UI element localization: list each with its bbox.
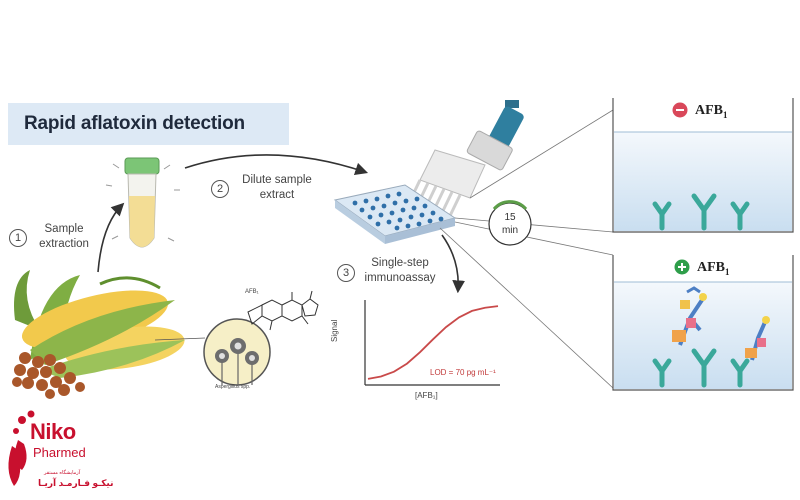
molecule-label: AFB₁ xyxy=(245,289,259,295)
grain-pile-icon xyxy=(12,352,85,399)
title-banner xyxy=(8,103,289,145)
step-1-number: 1 xyxy=(9,229,27,247)
antibody-icon-group-positive xyxy=(652,348,750,388)
negative-panel-label: AFB1 xyxy=(695,103,728,120)
positive-panel-label: AFB1 xyxy=(697,260,730,277)
microplate-icon xyxy=(333,184,457,244)
arrow-step2 xyxy=(184,154,369,176)
step-2-number: 2 xyxy=(211,180,229,198)
chart-lod-annotation: LOD = 70 pg mL⁻¹ xyxy=(430,368,496,377)
fungus-label: Aspergillus spp. xyxy=(215,384,251,390)
labeled-antibody-complex-icon xyxy=(672,286,770,361)
antibody-icon-group-negative xyxy=(652,193,750,231)
chart-y-label: Signal xyxy=(330,319,339,342)
corn-illustration-icon xyxy=(14,270,185,378)
logo-text-niko: Niko xyxy=(30,419,76,444)
afb1-structure-icon xyxy=(247,290,319,331)
arrow-step3 xyxy=(441,234,466,294)
calibration-chart xyxy=(364,300,500,386)
aspergillus-magnified-icon xyxy=(203,318,271,386)
logo-text-persian-small: آزمایشگاه مستقر xyxy=(44,470,81,476)
logo-text-persian: نیکـو فـارمـد آریـا xyxy=(38,478,114,488)
multichannel-pipette-icon xyxy=(406,100,524,221)
nikopharmed-logo-icon xyxy=(8,410,35,486)
arrow-step1 xyxy=(97,202,125,273)
diagram-title: Rapid aflatoxin detection xyxy=(24,113,245,134)
step-3-number: 3 xyxy=(337,264,355,282)
panel-connector-lines xyxy=(439,109,614,389)
signal-curve-line xyxy=(367,305,499,380)
sample-tube-icon xyxy=(105,157,180,248)
chart-x-label: [AFB₁] xyxy=(415,391,438,400)
logo-text-pharmed: Pharmed xyxy=(33,445,86,460)
